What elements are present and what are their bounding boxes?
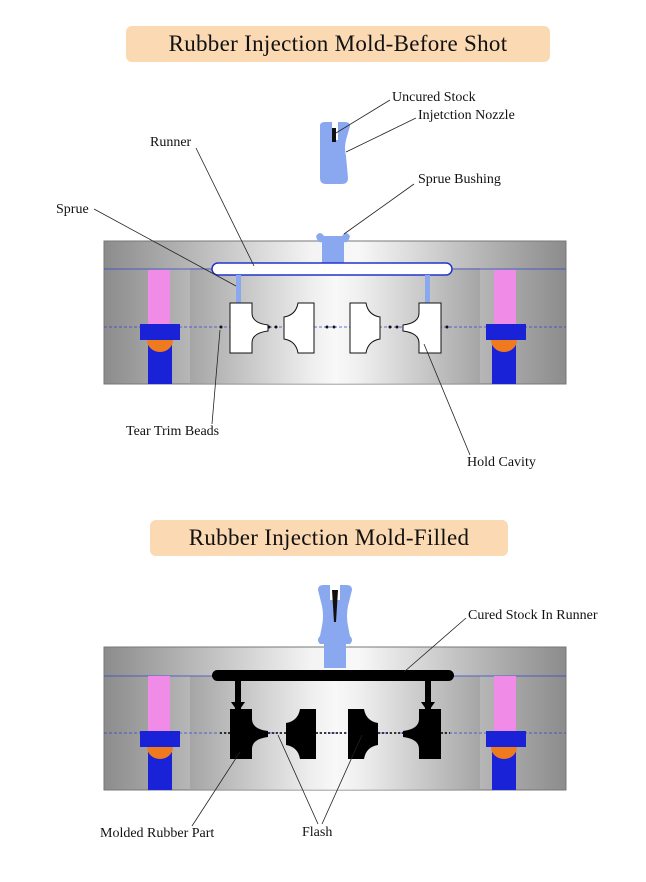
sprue-right	[425, 275, 430, 305]
mold-before-shot: Uncured Stock Injetction Nozzle Runner S…	[56, 90, 567, 470]
label-sprue: Sprue	[56, 202, 89, 217]
sprue-left	[236, 275, 241, 305]
label-hold-cavity: Hold Cavity	[467, 455, 536, 470]
title-filled: Rubber Injection Mold-Filled	[150, 520, 508, 556]
sprue-bushing	[316, 233, 350, 264]
label-cured-stock-in-runner: Cured Stock In Runner	[468, 608, 598, 623]
cured-sprue-left	[235, 681, 241, 709]
cured-sprue-right	[425, 681, 431, 709]
guide-pin-left-filled	[140, 676, 180, 790]
guide-pin-left	[140, 270, 180, 384]
label-runner: Runner	[150, 135, 192, 150]
uncured-stock	[332, 128, 336, 142]
title-before-shot: Rubber Injection Mold-Before Shot	[126, 26, 550, 62]
label-flash: Flash	[302, 825, 332, 840]
runner	[211, 262, 453, 276]
cured-stock-sprue	[332, 590, 338, 622]
label-tear-trim-beads: Tear Trim Beads	[126, 424, 219, 439]
tear-trim-beads	[219, 325, 449, 329]
cured-stock-runner	[212, 670, 454, 681]
leader-lines-bottom	[191, 617, 467, 827]
injection-nozzle	[320, 122, 350, 184]
label-injection-nozzle: Injetction Nozzle	[418, 108, 515, 123]
guide-pin-right-filled	[486, 676, 526, 790]
label-uncured-stock: Uncured Stock	[392, 90, 476, 105]
leader-lines-top	[93, 99, 471, 456]
mold-filled: Cured Stock In Runner Molded Rubber Part…	[100, 585, 598, 841]
label-molded-rubber-part: Molded Rubber Part	[100, 826, 214, 841]
injection-nozzle-filled	[318, 585, 352, 668]
label-sprue-bushing: Sprue Bushing	[418, 172, 501, 187]
guide-pin-right	[486, 270, 526, 384]
